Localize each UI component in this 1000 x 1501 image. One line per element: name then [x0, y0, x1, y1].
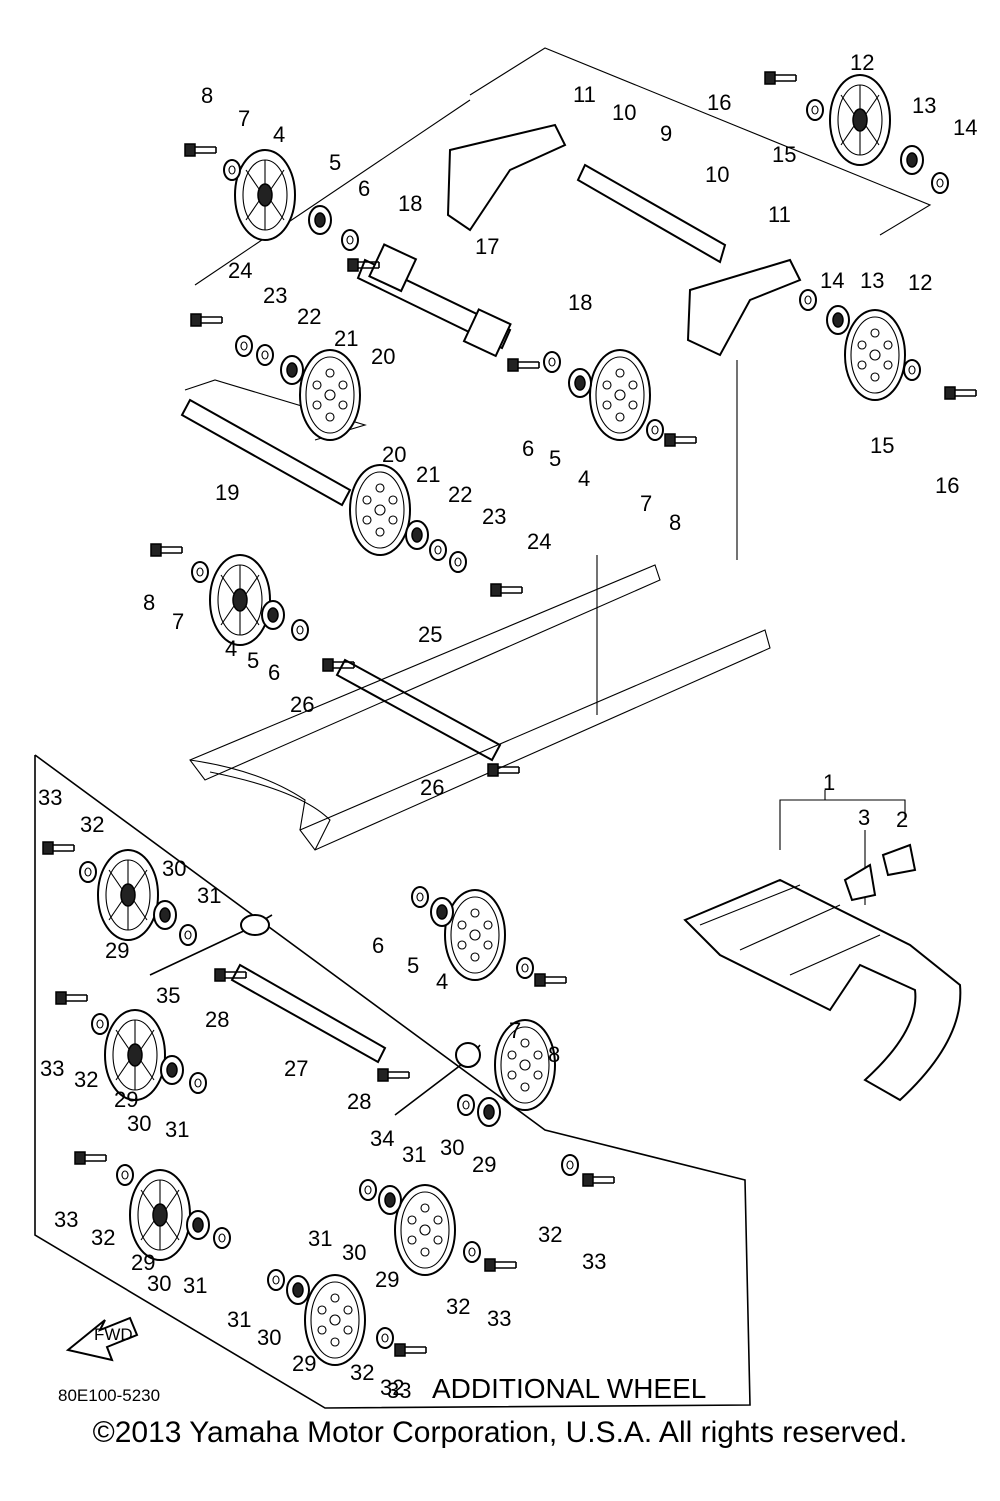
callout-1: 1: [823, 770, 835, 795]
callout-4: 4: [273, 122, 285, 147]
additional-wheel-label: ADDITIONAL WHEEL: [432, 1373, 706, 1404]
callout-20: 20: [371, 344, 395, 369]
callout-30: 30: [342, 1240, 366, 1265]
callout-11: 11: [768, 202, 791, 227]
callout-35: 35: [156, 983, 180, 1008]
callout-5: 5: [247, 648, 259, 673]
callout-4: 4: [436, 969, 448, 994]
callout-30: 30: [127, 1111, 151, 1136]
callout-12: 12: [908, 270, 932, 295]
callout-6: 6: [268, 660, 280, 685]
callout-24: 24: [527, 529, 551, 554]
callout-23: 23: [482, 504, 506, 529]
callout-33: 33: [582, 1249, 606, 1274]
callout-15: 15: [870, 433, 894, 458]
callout-31: 31: [308, 1226, 332, 1251]
callout-21: 21: [416, 462, 440, 487]
callout-34: 34: [370, 1126, 394, 1151]
callout-25: 25: [418, 622, 442, 647]
callout-26: 26: [290, 692, 314, 717]
callout-33: 33: [387, 1378, 411, 1403]
callout-6: 6: [522, 436, 534, 461]
callout-29: 29: [114, 1087, 138, 1112]
callout-33: 33: [487, 1306, 511, 1331]
callout-7: 7: [172, 609, 184, 634]
callout-28: 28: [347, 1089, 371, 1114]
callouts: 1 2 3 4 4 4 4 5 5 5 5 6 6 6 6 7 7 7 7 8 …: [38, 50, 977, 1403]
callout-26: 26: [420, 775, 444, 800]
callout-31: 31: [197, 883, 221, 908]
callout-10: 10: [612, 100, 636, 125]
callout-18: 18: [568, 290, 592, 315]
callout-29: 29: [131, 1250, 155, 1275]
callout-4: 4: [578, 466, 590, 491]
callout-16: 16: [707, 90, 731, 115]
callout-33: 33: [54, 1207, 78, 1232]
callout-33: 33: [40, 1056, 64, 1081]
callout-12: 12: [850, 50, 874, 75]
callout-8: 8: [669, 510, 681, 535]
callout-31: 31: [165, 1117, 189, 1142]
callout-32: 32: [74, 1067, 98, 1092]
callout-15: 15: [772, 142, 796, 167]
callout-27: 27: [284, 1056, 308, 1081]
callout-2: 2: [896, 807, 908, 832]
diagram-code: 80E100-5230: [58, 1386, 160, 1405]
callout-6: 6: [358, 176, 370, 201]
callout-32: 32: [91, 1225, 115, 1250]
callout-32: 32: [80, 812, 104, 837]
callout-5: 5: [407, 953, 419, 978]
fwd-label: FWD: [94, 1325, 133, 1344]
callout-32: 32: [446, 1294, 470, 1319]
callout-29: 29: [472, 1152, 496, 1177]
callout-11: 11: [573, 82, 596, 107]
callout-18: 18: [398, 191, 422, 216]
callout-30: 30: [257, 1325, 281, 1350]
callout-6: 6: [372, 933, 384, 958]
callout-3: 3: [858, 805, 870, 830]
callout-29: 29: [375, 1267, 399, 1292]
callout-7: 7: [509, 1018, 521, 1043]
callout-16: 16: [935, 473, 959, 498]
copyright-notice: ©2013 Yamaha Motor Corporation, U.S.A. A…: [92, 1416, 908, 1449]
callout-32: 32: [380, 1375, 404, 1400]
callout-30: 30: [147, 1271, 171, 1296]
callout-28: 28: [205, 1007, 229, 1032]
fwd-arrow-icon: FWD: [65, 1316, 139, 1362]
callout-8: 8: [548, 1042, 560, 1067]
callout-8: 8: [143, 590, 155, 615]
callout-23: 23: [263, 283, 287, 308]
callout-5: 5: [329, 150, 341, 175]
callout-29: 29: [105, 938, 129, 963]
callout-29: 29: [292, 1351, 316, 1376]
callout-14: 14: [953, 115, 977, 140]
callout-21: 21: [334, 326, 358, 351]
callout-31: 31: [183, 1273, 207, 1298]
callout-24: 24: [228, 258, 252, 283]
callout-13: 13: [860, 268, 884, 293]
callout-22: 22: [297, 304, 321, 329]
callout-14: 14: [820, 268, 844, 293]
callout-20: 20: [382, 442, 406, 467]
callout-17: 17: [475, 234, 499, 259]
callout-22: 22: [448, 482, 472, 507]
callout-10: 10: [705, 162, 729, 187]
callout-30: 30: [440, 1135, 464, 1160]
callout-33: 33: [38, 785, 62, 810]
callout-5: 5: [549, 446, 561, 471]
callout-13: 13: [912, 93, 936, 118]
callout-30: 30: [162, 856, 186, 881]
callout-8: 8: [201, 83, 213, 108]
callout-4: 4: [225, 636, 237, 661]
callout-32: 32: [538, 1222, 562, 1247]
callout-7: 7: [238, 106, 250, 131]
callout-32: 32: [350, 1360, 374, 1385]
callout-9: 9: [660, 121, 672, 146]
callout-31: 31: [227, 1307, 251, 1332]
callout-7: 7: [640, 491, 652, 516]
callout-31: 31: [402, 1142, 426, 1167]
callout-19: 19: [215, 480, 239, 505]
